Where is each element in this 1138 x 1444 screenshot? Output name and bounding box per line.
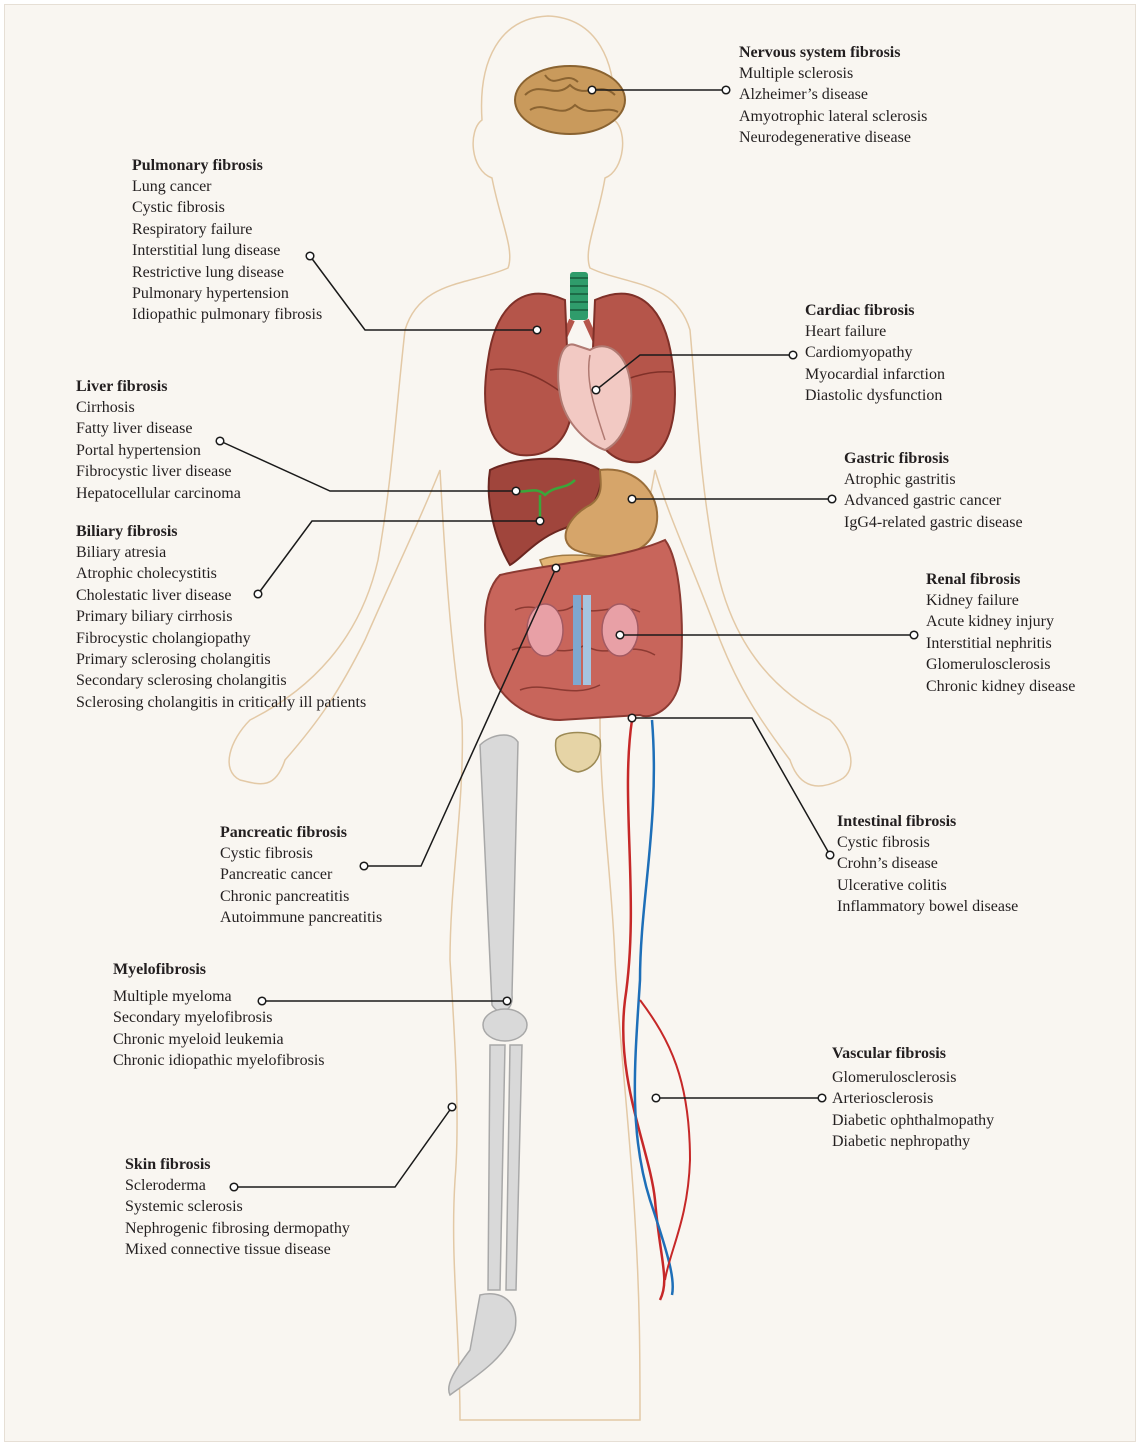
group-title: Cardiac fibrosis: [805, 300, 945, 321]
list-item: Ulcerative colitis: [837, 875, 1018, 896]
artery-branch-icon: [640, 1000, 690, 1280]
list-item: Scleroderma: [125, 1175, 350, 1196]
list-item: Portal hypertension: [76, 440, 241, 461]
list-item: Crohn’s disease: [837, 853, 1018, 874]
intestinal-fibrosis-group: Intestinal fibrosis Cystic fibrosis Croh…: [837, 811, 1018, 918]
list-item: Biliary atresia: [76, 542, 366, 563]
list-item: Lung cancer: [132, 176, 322, 197]
list-item: Secondary sclerosing cholangitis: [76, 670, 366, 691]
list-item: Primary sclerosing cholangitis: [76, 649, 366, 670]
list-item: Cirrhosis: [76, 397, 241, 418]
list-item: Interstitial nephritis: [926, 633, 1075, 654]
group-title: Intestinal fibrosis: [837, 811, 1018, 832]
list-item: Cystic fibrosis: [132, 197, 322, 218]
list-item: Cholestatic liver disease: [76, 585, 366, 606]
pulmonary-fibrosis-group: Pulmonary fibrosis Lung cancer Cystic fi…: [132, 155, 322, 326]
myelofibrosis-group: Myelofibrosis Multiple myeloma Secondary…: [113, 959, 325, 1072]
group-title: Pulmonary fibrosis: [132, 155, 322, 176]
group-title: Pancreatic fibrosis: [220, 822, 382, 843]
list-item: Pulmonary hypertension: [132, 283, 322, 304]
list-item: IgG4-related gastric disease: [844, 512, 1023, 533]
list-item: Neurodegenerative disease: [739, 127, 927, 148]
list-item: Kidney failure: [926, 590, 1075, 611]
group-title: Liver fibrosis: [76, 376, 241, 397]
list-item: Fibrocystic cholangiopathy: [76, 628, 366, 649]
group-title: Renal fibrosis: [926, 569, 1075, 590]
list-item: Diastolic dysfunction: [805, 385, 945, 406]
list-item: Fibrocystic liver disease: [76, 461, 241, 482]
list-item: Alzheimer’s disease: [739, 84, 927, 105]
list-item: Idiopathic pulmonary fibrosis: [132, 304, 322, 325]
vascular-fibrosis-group: Vascular fibrosis Glomerulosclerosis Art…: [832, 1043, 994, 1153]
nervous-fibrosis-group: Nervous system fibrosis Multiple scleros…: [739, 42, 927, 149]
list-item: Secondary myelofibrosis: [113, 1007, 325, 1028]
list-item: Systemic sclerosis: [125, 1196, 350, 1217]
list-item: Chronic myeloid leukemia: [113, 1029, 325, 1050]
gastric-fibrosis-group: Gastric fibrosis Atrophic gastritis Adva…: [844, 448, 1023, 533]
list-item: Sclerosing cholangitis in critically ill…: [76, 692, 366, 713]
group-title: Skin fibrosis: [125, 1154, 350, 1175]
group-title: Myelofibrosis: [113, 959, 325, 980]
list-item: Myocardial infarction: [805, 364, 945, 385]
group-title: Biliary fibrosis: [76, 521, 366, 542]
heart-icon: [558, 344, 631, 450]
list-item: Fatty liver disease: [76, 418, 241, 439]
list-item: Multiple sclerosis: [739, 63, 927, 84]
list-item: Atrophic gastritis: [844, 469, 1023, 490]
list-item: Chronic pancreatitis: [220, 886, 382, 907]
group-title: Vascular fibrosis: [832, 1043, 994, 1064]
group-title: Gastric fibrosis: [844, 448, 1023, 469]
leader-liver: [220, 441, 516, 491]
list-item: Glomerulosclerosis: [832, 1067, 994, 1088]
brain-icon: [515, 66, 625, 134]
list-item: Acute kidney injury: [926, 611, 1075, 632]
list-item: Interstitial lung disease: [132, 240, 322, 261]
list-item: Nephrogenic fibrosing dermopathy: [125, 1218, 350, 1239]
artery-icon: [623, 720, 664, 1300]
list-item: Amyotrophic lateral sclerosis: [739, 106, 927, 127]
pancreatic-fibrosis-group: Pancreatic fibrosis Cystic fibrosis Panc…: [220, 822, 382, 929]
list-item: Chronic kidney disease: [926, 676, 1075, 697]
list-item: Cystic fibrosis: [220, 843, 382, 864]
leg-bones-icon: [449, 735, 527, 1395]
list-item: Heart failure: [805, 321, 945, 342]
list-item: Multiple myeloma: [113, 986, 325, 1007]
leader-intestinal: [632, 718, 830, 855]
list-item: Diabetic nephropathy: [832, 1131, 994, 1152]
list-item: Arteriosclerosis: [832, 1088, 994, 1109]
bladder-icon: [556, 733, 601, 773]
list-item: Cystic fibrosis: [837, 832, 1018, 853]
list-item: Advanced gastric cancer: [844, 490, 1023, 511]
renal-fibrosis-group: Renal fibrosis Kidney failure Acute kidn…: [926, 569, 1075, 697]
list-item: Autoimmune pancreatitis: [220, 907, 382, 928]
list-item: Pancreatic cancer: [220, 864, 382, 885]
liver-fibrosis-group: Liver fibrosis Cirrhosis Fatty liver dis…: [76, 376, 241, 504]
list-item: Diabetic ophthalmopathy: [832, 1110, 994, 1131]
skin-fibrosis-group: Skin fibrosis Scleroderma Systemic scler…: [125, 1154, 350, 1261]
list-item: Chronic idiopathic myelofibrosis: [113, 1050, 325, 1071]
biliary-fibrosis-group: Biliary fibrosis Biliary atresia Atrophi…: [76, 521, 366, 713]
vein-icon: [635, 720, 673, 1295]
list-item: Primary biliary cirrhosis: [76, 606, 366, 627]
group-title: Nervous system fibrosis: [739, 42, 927, 63]
cardiac-fibrosis-group: Cardiac fibrosis Heart failure Cardiomyo…: [805, 300, 945, 407]
list-item: Glomerulosclerosis: [926, 654, 1075, 675]
list-item: Cardiomyopathy: [805, 342, 945, 363]
list-item: Hepatocellular carcinoma: [76, 483, 241, 504]
list-item: Inflammatory bowel disease: [837, 896, 1018, 917]
list-item: Respiratory failure: [132, 219, 322, 240]
list-item: Atrophic cholecystitis: [76, 563, 366, 584]
list-item: Mixed connective tissue disease: [125, 1239, 350, 1260]
list-item: Restrictive lung disease: [132, 262, 322, 283]
